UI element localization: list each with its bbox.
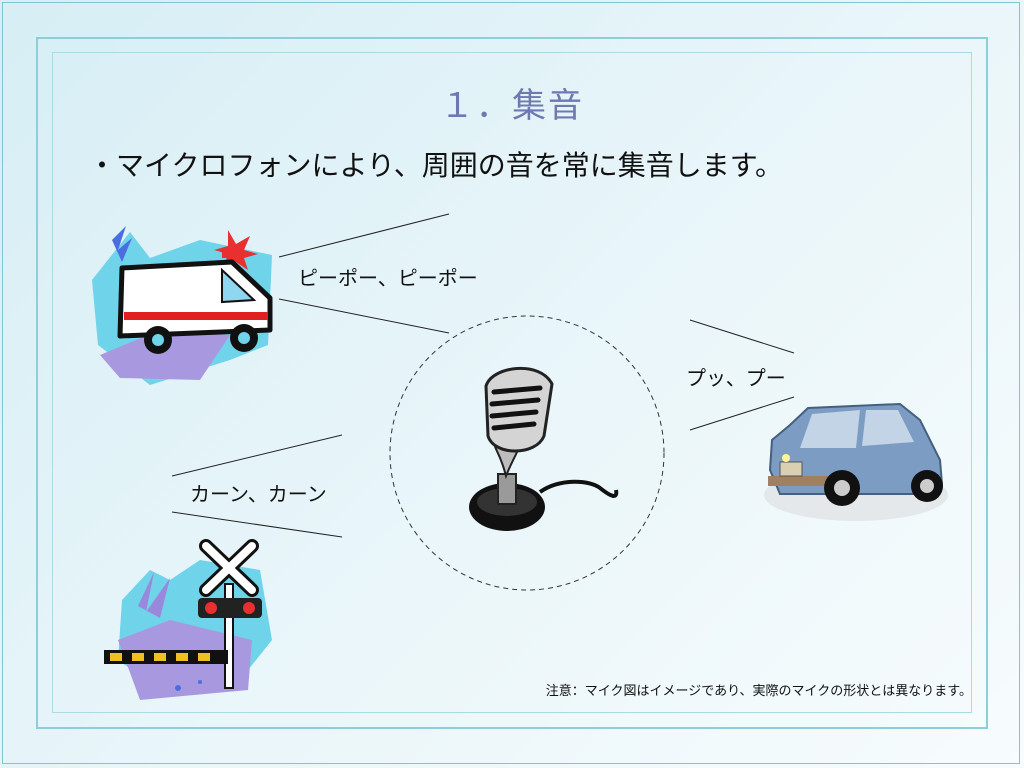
microphone-icon xyxy=(469,367,619,531)
sound-lines xyxy=(171,213,795,538)
sound-label-crossing: カーン、カーン xyxy=(190,482,327,506)
sound-label-ambulance: ピーポー、ピーポー xyxy=(298,266,478,290)
ambulance-icon xyxy=(92,226,273,385)
car-icon xyxy=(764,402,948,521)
sound-label-car: プッ、プー xyxy=(686,366,786,390)
railroad-crossing-icon xyxy=(104,539,272,700)
footnote: 注意：マイク図はイメージであり、実際のマイクの形状とは異なります。 xyxy=(545,684,972,699)
slide-title: １．集音 xyxy=(440,86,584,126)
pickup-range-circle xyxy=(389,315,665,591)
bullet-text: ・マイクロフォンにより、周囲の音を常に集音します。 xyxy=(88,149,783,182)
slide-inner-border xyxy=(52,52,972,713)
slide-border xyxy=(36,37,988,729)
